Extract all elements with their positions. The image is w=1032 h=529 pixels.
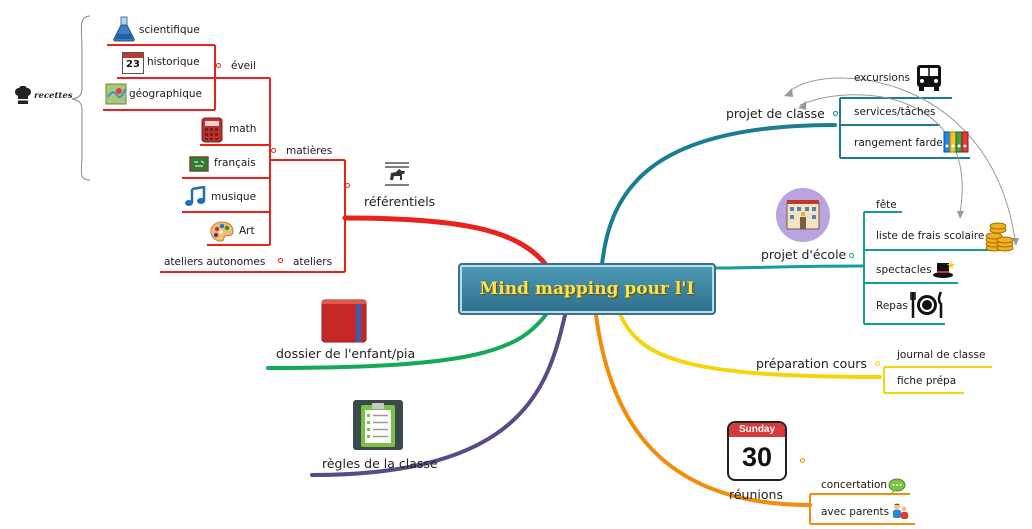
relationship-curves (787, 77, 1016, 241)
recettes-label: recettes (34, 91, 73, 101)
recettes-brace (71, 15, 91, 181)
rangement-label[interactable]: rangement farde (854, 137, 943, 149)
journal-label[interactable]: journal de classe (897, 349, 986, 361)
flask-icon (112, 16, 136, 46)
calendar-weekday: Sunday (729, 423, 785, 437)
branch-projet-classe (600, 123, 837, 267)
central-topic-title: Mind mapping pour l'I (479, 279, 695, 299)
magic-hat-icon (931, 257, 955, 285)
map-icon (105, 83, 127, 109)
coins-icon (984, 220, 1014, 256)
branch-regles (310, 313, 567, 477)
projet-ecole-subtree (863, 211, 1010, 325)
calculator-icon (201, 117, 223, 147)
clipboard-checklist-icon (352, 399, 404, 455)
matieres-collapse-dot[interactable] (271, 148, 276, 153)
central-topic[interactable]: Mind mapping pour l'I (458, 263, 716, 315)
calendar-icon: 23 (122, 52, 144, 74)
dossier-label[interactable]: dossier de l'enfant/pia (276, 346, 416, 361)
parents-icon (890, 502, 910, 526)
music-note-icon (184, 185, 208, 212)
repas-label[interactable]: Repas (876, 300, 908, 312)
musique-label[interactable]: musique (211, 191, 257, 203)
branch-projet-ecole (710, 264, 864, 270)
liste-frais-label[interactable]: liste de frais scolaire (876, 230, 985, 242)
avec-parents-label[interactable]: avec parents (821, 506, 890, 518)
branch-dossier (266, 310, 550, 370)
ateliers-collapse-dot[interactable] (278, 258, 283, 263)
reunions-subtree (809, 493, 915, 525)
eveil-collapse-dot[interactable] (216, 63, 221, 68)
speech-bubble-icon (888, 478, 906, 498)
fete-label[interactable]: fête (876, 199, 897, 211)
scientifique-label[interactable]: scientifique (139, 24, 200, 36)
calendar-date-icon: Sunday 30 (727, 421, 787, 481)
matieres-label[interactable]: matières (286, 145, 333, 157)
branch-referentiels (342, 215, 550, 269)
calendar-day-number: 23 (126, 59, 140, 70)
calendar-date: 30 (741, 442, 773, 472)
chef-hat-icon (15, 85, 31, 110)
francais-label[interactable]: français (214, 157, 256, 169)
services-label[interactable]: services/tâches (854, 106, 936, 118)
relationship-arrowheads (784, 88, 1019, 246)
regles-label[interactable]: règles de la classe (322, 456, 438, 471)
preparation-label[interactable]: préparation cours (756, 356, 867, 371)
projet-classe-label[interactable]: projet de classe (726, 106, 825, 121)
binders-icon (943, 130, 969, 158)
projet-ecole-collapse-dot[interactable] (849, 253, 854, 258)
reunions-collapse-dot[interactable] (800, 458, 805, 463)
geographique-label[interactable]: géographique (129, 88, 202, 100)
document-dog-icon (383, 160, 411, 192)
spectacles-label[interactable]: spectacles (876, 264, 932, 276)
ateliers-label[interactable]: ateliers (293, 256, 333, 268)
branch-preparation (618, 312, 882, 379)
referentiels-label[interactable]: référentiels (364, 194, 436, 209)
eveil-label[interactable]: éveil (231, 60, 256, 72)
chalkboard-icon (189, 156, 209, 176)
referentiels-subtree (103, 44, 346, 273)
referentiels-collapse-dot[interactable] (345, 183, 350, 188)
preparation-subtree (883, 366, 992, 394)
art-label[interactable]: Art (239, 225, 255, 237)
ateliers-autonomes-label[interactable]: ateliers autonomes (164, 256, 266, 268)
palette-icon (209, 220, 235, 248)
concertation-label[interactable]: concertation (821, 479, 888, 491)
projet-ecole-label[interactable]: projet d'école (761, 247, 847, 262)
projet-classe-collapse-dot[interactable] (833, 111, 838, 116)
preparation-collapse-dot[interactable] (875, 361, 880, 366)
plate-cutlery-icon (910, 290, 944, 324)
fiche-label[interactable]: fiche prépa (897, 375, 957, 387)
folder-icon (320, 298, 368, 348)
reunions-label[interactable]: réunions (729, 487, 783, 502)
projet-classe-subtree (839, 97, 970, 159)
bus-icon (914, 64, 944, 96)
school-building-icon (775, 187, 831, 247)
historique-label[interactable]: historique (147, 56, 200, 68)
branch-reunions (594, 313, 812, 507)
math-label[interactable]: math (229, 123, 257, 135)
excursions-label[interactable]: excursions (854, 72, 910, 84)
